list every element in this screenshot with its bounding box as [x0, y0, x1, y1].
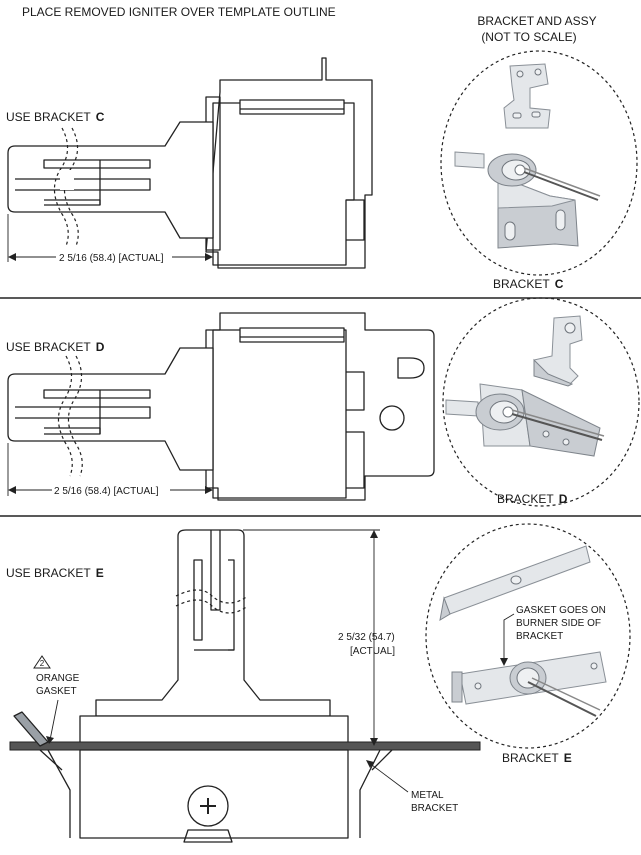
dimension-d-text: 2 5/16 (58.4) [ACTUAL] — [54, 486, 159, 497]
inset-d-circle — [442, 297, 640, 507]
gasket-label-2: GASKET — [36, 686, 77, 697]
inset-c-title-1: BRACKET AND ASSY — [477, 14, 596, 28]
gasket-note-2: BURNER SIDE OF — [516, 618, 601, 629]
orange-gasket-callout: 2 ORANGE GASKET — [33, 655, 80, 744]
metal-plate — [9, 741, 481, 751]
inset-c-title-2: (NOT TO SCALE) — [481, 30, 576, 44]
bracket-e-image — [439, 545, 607, 717]
gasket-label-1: ORANGE — [36, 673, 80, 684]
metal-bracket-callout: METAL BRACKET — [366, 760, 458, 814]
inset-e: GASKET GOES ON BURNER SIDE OF BRACKET BR… — [425, 523, 631, 765]
dimension-c: 2 5/16 (58.4) [ACTUAL] — [7, 214, 214, 264]
inset-c-circle — [440, 50, 638, 276]
dimension-c-text: 2 5/16 (58.4) [ACTUAL] — [59, 253, 164, 264]
dimension-e-text-1: 2 5/32 (54.7) — [338, 632, 395, 643]
igniter-outline-d — [7, 312, 435, 501]
igniter-outline-e — [9, 529, 481, 843]
metal-bracket-label-2: BRACKET — [411, 803, 458, 814]
dimension-e-text-2: [ACTUAL] — [350, 646, 395, 657]
inset-e-circle — [425, 523, 631, 749]
dimension-d: 2 5/16 (58.4) [ACTUAL] — [7, 443, 214, 497]
inset-c: BRACKET AND ASSY (NOT TO SCALE) — [440, 14, 638, 291]
bracket-c-image — [454, 63, 601, 249]
dimension-e: 2 5/32 (54.7) [ACTUAL] — [243, 529, 395, 746]
note-number: 2 — [40, 659, 45, 668]
gasket-note-3: BRACKET — [516, 631, 563, 642]
igniter-outline-c — [7, 57, 373, 269]
note-triangle — [33, 655, 51, 669]
bracket-d-image — [445, 315, 605, 457]
gasket-note-1: GASKET GOES ON — [516, 605, 606, 616]
sheet-title: PLACE REMOVED IGNITER OVER TEMPLATE OUTL… — [22, 5, 336, 19]
metal-bracket-label-1: METAL — [411, 790, 444, 801]
